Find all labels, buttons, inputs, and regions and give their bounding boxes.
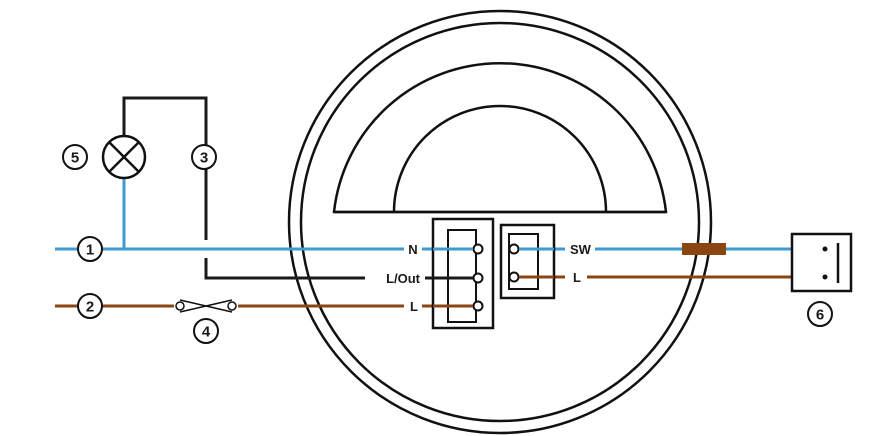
label-l: L bbox=[410, 299, 418, 314]
fuse-icon bbox=[682, 243, 726, 255]
housing-inner-ring bbox=[299, 21, 701, 423]
label-sw: SW bbox=[570, 242, 592, 257]
terminal-block-left bbox=[431, 217, 495, 330]
housing-outer-ring bbox=[287, 9, 713, 435]
label-lout: L/Out bbox=[386, 271, 421, 286]
marker-4: 4 bbox=[193, 318, 219, 344]
svg-text:5: 5 bbox=[71, 150, 79, 167]
label-l-right: L bbox=[573, 270, 581, 285]
marker-2: 2 bbox=[77, 293, 103, 319]
svg-text:3: 3 bbox=[200, 150, 208, 167]
marker-1: 1 bbox=[77, 236, 103, 262]
svg-text:1: 1 bbox=[86, 242, 94, 259]
marker-3: 3 bbox=[191, 144, 217, 170]
contact-icon bbox=[174, 299, 238, 313]
sensor-lens bbox=[392, 104, 608, 213]
wire-lout bbox=[204, 258, 365, 280]
lamp-icon bbox=[101, 134, 147, 180]
terminal-block-right bbox=[499, 223, 556, 300]
svg-text:2: 2 bbox=[86, 299, 94, 316]
label-n: N bbox=[408, 242, 417, 257]
marker-6: 6 bbox=[807, 301, 833, 327]
marker-5: 5 bbox=[62, 144, 88, 170]
sensor-cap bbox=[332, 61, 668, 214]
switch-icon bbox=[790, 232, 853, 293]
svg-text:6: 6 bbox=[816, 307, 824, 324]
svg-text:4: 4 bbox=[202, 324, 211, 341]
